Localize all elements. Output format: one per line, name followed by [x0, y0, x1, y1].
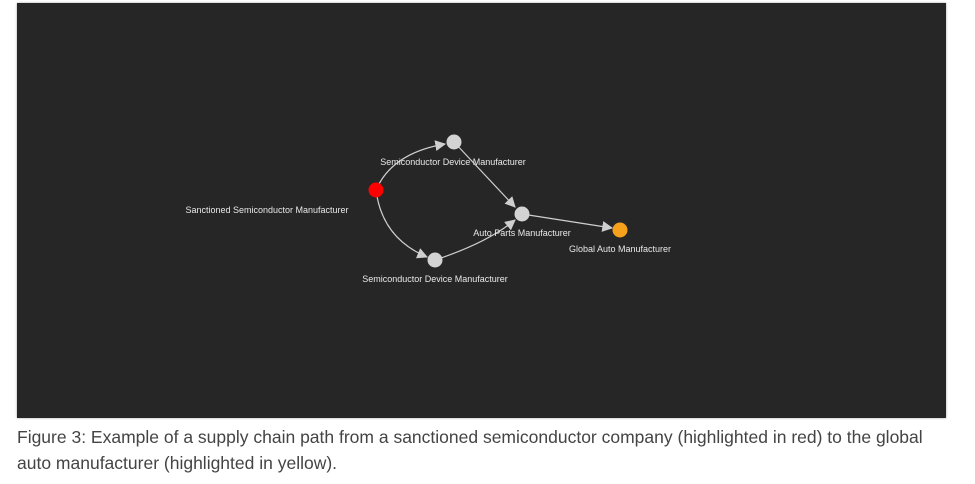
edge-sanctioned-to-device1 [375, 140, 447, 191]
node-device2[interactable] [427, 252, 443, 268]
node-sanctioned[interactable] [368, 182, 384, 198]
node-autoparts[interactable] [514, 206, 530, 222]
node-label-device1: Semiconductor Device Manufacturer [380, 157, 526, 167]
edge-device1-to-autoparts [453, 141, 516, 208]
node-label-global: Global Auto Manufacturer [569, 244, 671, 254]
figure-caption: Figure 3: Example of a supply chain path… [17, 427, 923, 473]
edge-sanctioned-to-device2 [375, 189, 428, 259]
node-label-device2: Semiconductor Device Manufacturer [362, 274, 508, 284]
edge-autoparts-to-global [521, 213, 614, 232]
supply-chain-graph: Sanctioned Semiconductor ManufacturerSem… [185, 134, 671, 284]
node-device1[interactable] [446, 134, 462, 150]
edge-device2-to-autoparts [434, 219, 516, 261]
node-label-sanctioned: Sanctioned Semiconductor Manufacturer [185, 205, 348, 215]
node-global[interactable] [612, 222, 628, 238]
node-label-autoparts: Auto Parts Manufacturer [473, 228, 571, 238]
